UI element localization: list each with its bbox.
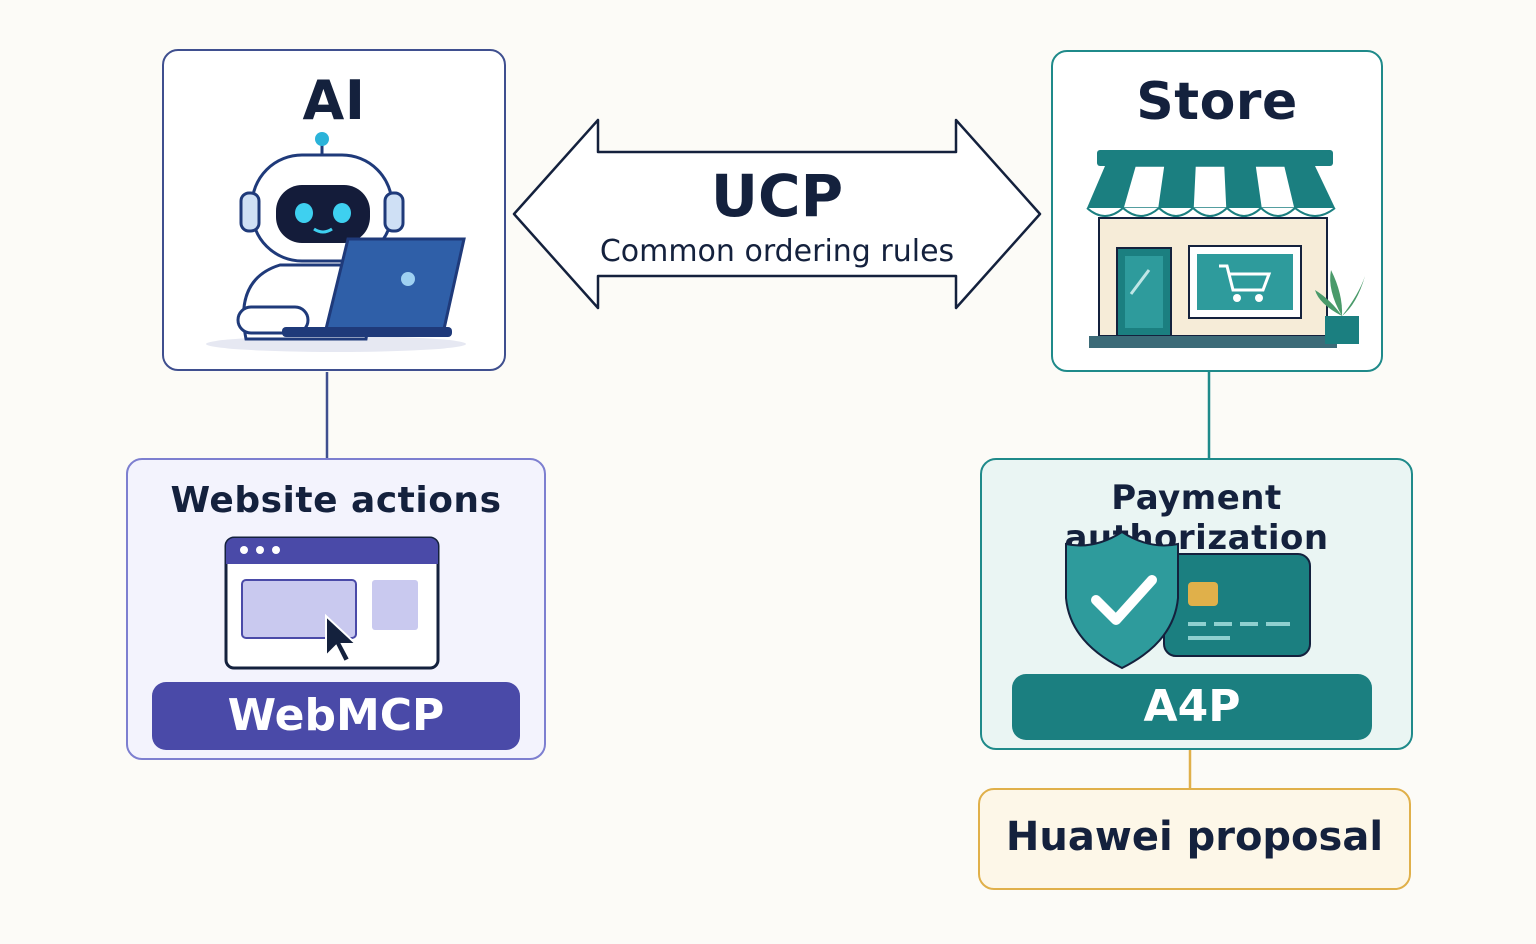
store-node: Store [1051,50,1383,372]
browser-cursor-icon [224,536,440,670]
huawei-proposal-node: Huawei proposal [978,788,1411,890]
website-actions-title: Website actions [170,480,502,521]
robot-laptop-icon [206,132,466,352]
ucp-title: UCP [710,162,844,230]
double-arrow-icon [512,118,1042,310]
storefront-icon [1086,150,1365,348]
store-title: Store [1136,72,1298,132]
ai-node: AI [162,49,506,371]
ucp-subtitle: Common ordering rules [599,234,955,269]
website-actions-node: Website actions WebMCP [126,458,546,760]
a4p-badge: A4P [1012,674,1372,740]
huawei-proposal-label: Huawei proposal [1005,814,1384,860]
shield-card-icon [1065,530,1311,670]
webmcp-badge: WebMCP [152,682,520,750]
ucp-arrow: UCP Common ordering rules [510,116,1044,312]
ai-title: AI [302,69,366,132]
payment-authorization-node: Payment authorization A4P [980,458,1413,750]
